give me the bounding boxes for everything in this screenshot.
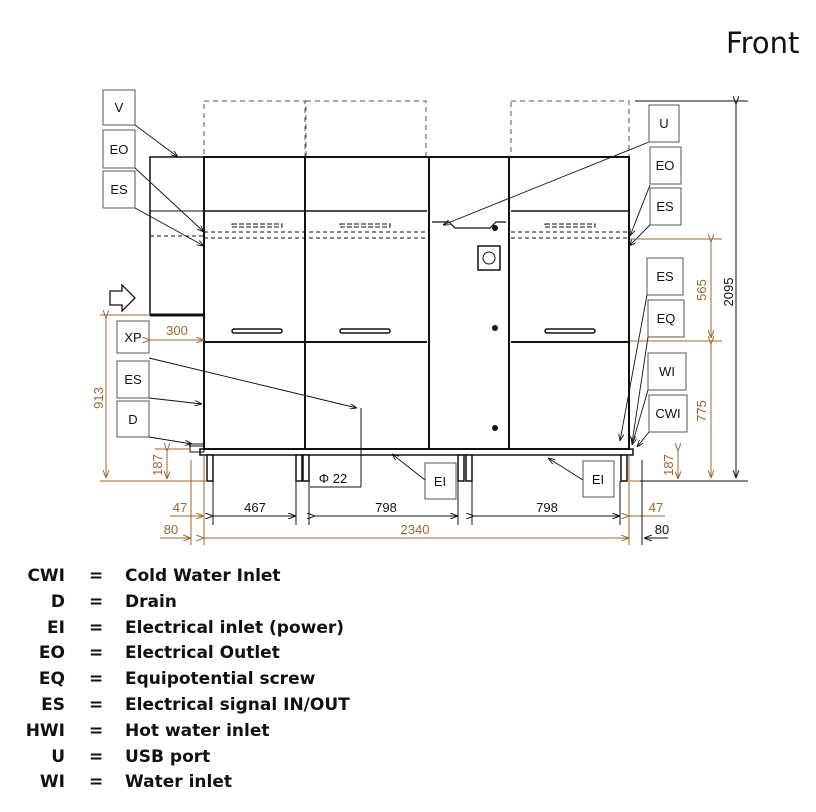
panel-screws: [492, 225, 498, 431]
callout-wi: WI: [659, 364, 675, 379]
legend-abbr: D: [50, 591, 65, 612]
callout-es-right: ES: [656, 199, 674, 214]
callout-xp: XP: [124, 330, 141, 345]
callout-box-cwi: [648, 394, 688, 433]
callout-box-d: [116, 400, 150, 438]
legend-desc: Electrical Outlet: [125, 643, 280, 664]
callout-box-eq: [647, 299, 685, 338]
dim-187-left: 187: [150, 454, 165, 476]
callout-box-es-left: [102, 170, 136, 209]
vents: [231, 223, 596, 228]
legend-row-wi: WI = Water inlet: [0, 772, 420, 798]
callout-box-v: [102, 89, 136, 126]
dim-47-right: 47: [649, 500, 663, 515]
dim-80-right: 80: [655, 522, 669, 537]
legend-equals: =: [89, 566, 104, 586]
dim-2095: 2095: [721, 278, 736, 307]
dim-798-b: 798: [536, 500, 558, 515]
callout-es-left-lower: ES: [124, 372, 142, 387]
callout-box-ei-2: [582, 460, 615, 498]
legend-row-eo: EO = Electrical Outlet: [0, 643, 420, 669]
legend-row-u: U = USB port: [0, 747, 420, 773]
legend-desc: Cold Water Inlet: [125, 566, 281, 586]
legend-row-d: D = Drain: [0, 592, 420, 618]
dim-913: 913: [91, 387, 106, 409]
dim-300: 300: [166, 323, 188, 338]
legend-abbr: EO: [38, 643, 65, 664]
legs: [206, 454, 628, 482]
callout-box-eo-right: [649, 146, 682, 185]
dim-2340: 2340: [401, 522, 430, 537]
legend-abbr: CWI: [27, 566, 65, 586]
callout-v: V: [115, 100, 124, 115]
view-title: Front: [726, 26, 800, 60]
legend-abbr: EI: [47, 617, 65, 638]
callout-box-wi: [647, 352, 687, 391]
legend-row-eq: EQ = Equipotential screw: [0, 669, 420, 695]
dim-467: 467: [244, 500, 266, 515]
legend-abbr: EQ: [38, 669, 65, 690]
legend-row-es: ES = Electrical signal IN/OUT: [0, 695, 420, 721]
legend-desc: Electrical signal IN/OUT: [125, 694, 350, 715]
callout-cwi: CWI: [655, 406, 680, 421]
callout-ei-1: EI: [434, 474, 446, 489]
legend-equals: =: [89, 746, 104, 767]
inlet-arrow-icon: [109, 283, 136, 313]
callout-box-eo-left: [102, 129, 136, 169]
front-view-drawing: V EO ES XP ES D U EO ES ES EQ WI CWI EI …: [91, 89, 748, 545]
hood-outlines: [203, 100, 630, 158]
legend-equals: =: [89, 772, 104, 793]
legend-equals: =: [89, 694, 104, 715]
legend-row-hwi: HWI = Hot water inlet: [0, 721, 420, 747]
legend-abbr: U: [51, 746, 65, 767]
callout-box-es-right: [649, 187, 682, 226]
dim-775: 775: [694, 400, 709, 422]
callout-box-ei-1: [424, 462, 457, 500]
legend-equals: =: [89, 591, 104, 612]
legend-abbr: WI: [39, 772, 65, 793]
callout-eq: EQ: [657, 311, 676, 326]
legend-equals: =: [89, 720, 104, 741]
callout-eo-right: EO: [656, 158, 675, 173]
door-handles: [231, 328, 596, 334]
legend-desc: Water inlet: [125, 772, 232, 793]
legend-desc: USB port: [125, 746, 211, 767]
dim-565: 565: [694, 279, 709, 301]
callout-es-right-lower: ES: [656, 269, 674, 284]
machine-body: [149, 156, 634, 456]
dim-80-left: 80: [164, 522, 178, 537]
legend-abbr: ES: [41, 694, 65, 715]
legend-abbr: HWI: [25, 720, 65, 741]
dim-187-right: 187: [661, 454, 676, 476]
callout-box-es-left-lower: [116, 360, 150, 399]
legend-desc: Equipotential screw: [125, 669, 316, 690]
dim-47-left: 47: [173, 500, 187, 515]
abbreviation-legend: CWI = Cold Water Inlet D = Drain EI = Electric…: [0, 566, 420, 798]
callout-es-left: ES: [110, 182, 128, 197]
legend-equals: =: [89, 643, 104, 664]
callout-eo-left: EO: [110, 142, 129, 157]
callout-ei-2: EI: [592, 472, 604, 487]
legend-equals: =: [89, 669, 104, 690]
callout-u: U: [659, 116, 668, 131]
legend-row-ei: EI = Electrical inlet (power): [0, 618, 420, 644]
legend-desc: Drain: [125, 591, 177, 612]
legend-desc: Hot water inlet: [125, 720, 270, 741]
legend-row-cwi: CWI = Cold Water Inlet: [0, 566, 420, 592]
callout-d: D: [128, 412, 137, 427]
dim-pipe-diameter: Φ 22: [319, 471, 347, 486]
legend-desc: Electrical inlet (power): [125, 617, 345, 638]
legend-equals: =: [89, 617, 104, 638]
callout-box-es-right-lower: [646, 257, 684, 296]
callout-box-u: [648, 104, 680, 143]
dim-798-a: 798: [375, 500, 397, 515]
